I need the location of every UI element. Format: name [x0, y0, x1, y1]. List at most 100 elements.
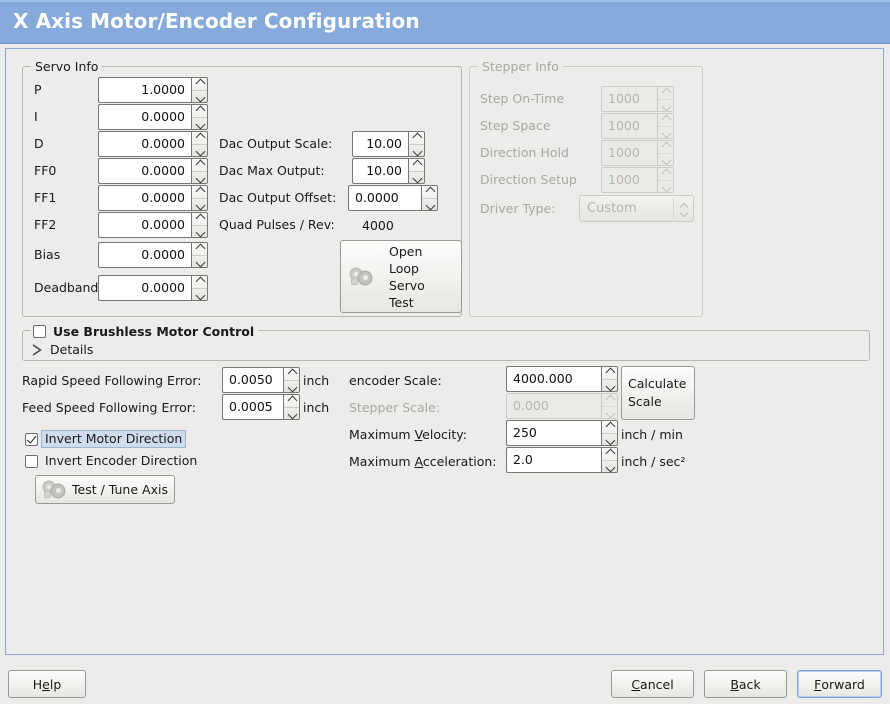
spin-p[interactable]: 1.0000 [98, 77, 208, 103]
spin-bias-value[interactable]: 0.0000 [98, 242, 191, 268]
spin-maximum-velocity-value[interactable]: 250 [506, 420, 601, 446]
spin-down-icon[interactable] [192, 226, 207, 238]
spin-dac-output-offset-buttons[interactable] [421, 185, 438, 211]
spin-down-icon[interactable] [192, 289, 207, 301]
spin-deadband[interactable]: 0.0000 [98, 275, 208, 301]
spin-dac-max-output-value[interactable]: 10.00 [352, 158, 408, 184]
open-loop-servo-test-button[interactable]: Open Loop Servo Test [340, 240, 462, 313]
spin-down-icon[interactable] [192, 199, 207, 211]
details-expander[interactable]: Details [32, 342, 93, 357]
spin-d-value[interactable]: 0.0000 [98, 131, 191, 157]
spin-down-icon[interactable] [602, 434, 617, 446]
invert-motor-direction-checkbox[interactable]: Invert Motor Direction [25, 430, 187, 448]
spin-feed-speed-following-error[interactable]: 0.0005 [222, 394, 300, 420]
spin-down-icon[interactable] [422, 199, 437, 211]
spin-i-buttons[interactable] [191, 104, 208, 130]
spin-up-icon[interactable] [422, 186, 437, 199]
spin-up-icon[interactable] [192, 105, 207, 118]
spin-dac-max-output[interactable]: 10.00 [352, 158, 425, 184]
spin-i-value[interactable]: 0.0000 [98, 104, 191, 130]
spin-up-icon[interactable] [284, 395, 299, 408]
spin-ff0-buttons[interactable] [191, 158, 208, 184]
spin-up-icon[interactable] [192, 78, 207, 91]
spin-d-buttons[interactable] [191, 131, 208, 157]
calculate-scale-button[interactable]: Calculate Scale [621, 366, 695, 420]
spin-down-icon[interactable] [602, 461, 617, 473]
spin-maximum-acceleration-buttons[interactable] [601, 447, 618, 473]
spin-down-icon[interactable] [409, 145, 424, 157]
spin-bias-buttons[interactable] [191, 242, 208, 268]
spin-down-icon[interactable] [192, 145, 207, 157]
checkbox-box[interactable] [25, 432, 38, 446]
spin-dac-output-offset-value[interactable]: 0.0000 [348, 185, 421, 211]
spin-i[interactable]: 0.0000 [98, 104, 208, 130]
spin-rapid-buttons[interactable] [283, 367, 300, 393]
spin-ff1[interactable]: 0.0000 [98, 185, 208, 211]
spin-ff0-value[interactable]: 0.0000 [98, 158, 191, 184]
invert-encoder-direction-checkbox[interactable]: Invert Encoder Direction [25, 454, 197, 468]
forward-mnemonic: F [814, 676, 822, 692]
spin-dac-output-scale-buttons[interactable] [408, 131, 425, 157]
spin-dac-max-output-buttons[interactable] [408, 158, 425, 184]
spin-feed-value[interactable]: 0.0005 [222, 394, 283, 420]
spin-encoder-scale[interactable]: 4000.000 [506, 366, 618, 392]
spin-up-icon[interactable] [409, 159, 424, 172]
spin-up-icon[interactable] [602, 367, 617, 380]
spin-ff0[interactable]: 0.0000 [98, 158, 208, 184]
spin-rapid-value[interactable]: 0.0050 [222, 367, 283, 393]
spin-ff1-value[interactable]: 0.0000 [98, 185, 191, 211]
spin-down-icon[interactable] [192, 91, 207, 103]
spin-p-buttons[interactable] [191, 77, 208, 103]
spin-maximum-acceleration[interactable]: 2.0 [506, 447, 618, 473]
spin-ff2-buttons[interactable] [191, 212, 208, 238]
spin-down-icon[interactable] [602, 380, 617, 392]
spin-up-icon[interactable] [602, 421, 617, 434]
use-brushless-motor-control-checkbox[interactable]: Use Brushless Motor Control [33, 324, 254, 339]
label-step-on-time: Step On-Time [480, 91, 565, 106]
spin-dac-output-scale-value[interactable]: 10.00 [352, 131, 408, 157]
spin-deadband-value[interactable]: 0.0000 [98, 275, 191, 301]
spin-down-icon[interactable] [409, 172, 424, 184]
spin-up-icon[interactable] [409, 132, 424, 145]
open-loop-line-3: Servo [389, 277, 425, 293]
spin-bias[interactable]: 0.0000 [98, 242, 208, 268]
page-title: X Axis Motor/Encoder Configuration [13, 9, 420, 33]
spin-down-icon[interactable] [192, 256, 207, 268]
spin-dac-output-scale[interactable]: 10.00 [352, 131, 425, 157]
spin-d[interactable]: 0.0000 [98, 131, 208, 157]
spin-up-icon[interactable] [192, 213, 207, 226]
spin-down-icon[interactable] [192, 118, 207, 130]
checkbox-box[interactable] [25, 454, 38, 468]
spin-up-icon[interactable] [192, 243, 207, 256]
spin-maximum-acceleration-value[interactable]: 2.0 [506, 447, 601, 473]
spin-down-icon[interactable] [192, 172, 207, 184]
spin-up-icon[interactable] [192, 132, 207, 145]
spin-maximum-velocity[interactable]: 250 [506, 420, 618, 446]
spin-up-icon[interactable] [192, 159, 207, 172]
spin-p-value[interactable]: 1.0000 [98, 77, 191, 103]
spin-up-icon[interactable] [602, 448, 617, 461]
checkbox-box[interactable] [33, 325, 46, 338]
spin-encoder-scale-value[interactable]: 4000.000 [506, 366, 601, 392]
spin-down-icon[interactable] [284, 381, 299, 393]
spin-ff2[interactable]: 0.0000 [98, 212, 208, 238]
test-tune-axis-button[interactable]: Test / Tune Axis [35, 475, 175, 504]
spin-dac-output-offset[interactable]: 0.0000 [348, 185, 438, 211]
spin-ff2-value[interactable]: 0.0000 [98, 212, 191, 238]
spin-down-icon[interactable] [284, 408, 299, 420]
spin-up-icon[interactable] [192, 276, 207, 289]
spin-up-icon[interactable] [192, 186, 207, 199]
spin-feed-buttons[interactable] [283, 394, 300, 420]
spin-maximum-velocity-buttons[interactable] [601, 420, 618, 446]
triangle-right-icon[interactable] [32, 343, 42, 356]
spin-deadband-buttons[interactable] [191, 275, 208, 301]
spin-up-icon[interactable] [284, 368, 299, 381]
spin-ff1-buttons[interactable] [191, 185, 208, 211]
spin-rapid-speed-following-error[interactable]: 0.0050 [222, 367, 300, 393]
label-stepper-scale: Stepper Scale: [349, 400, 441, 415]
spin-encoder-scale-buttons[interactable] [601, 366, 618, 392]
